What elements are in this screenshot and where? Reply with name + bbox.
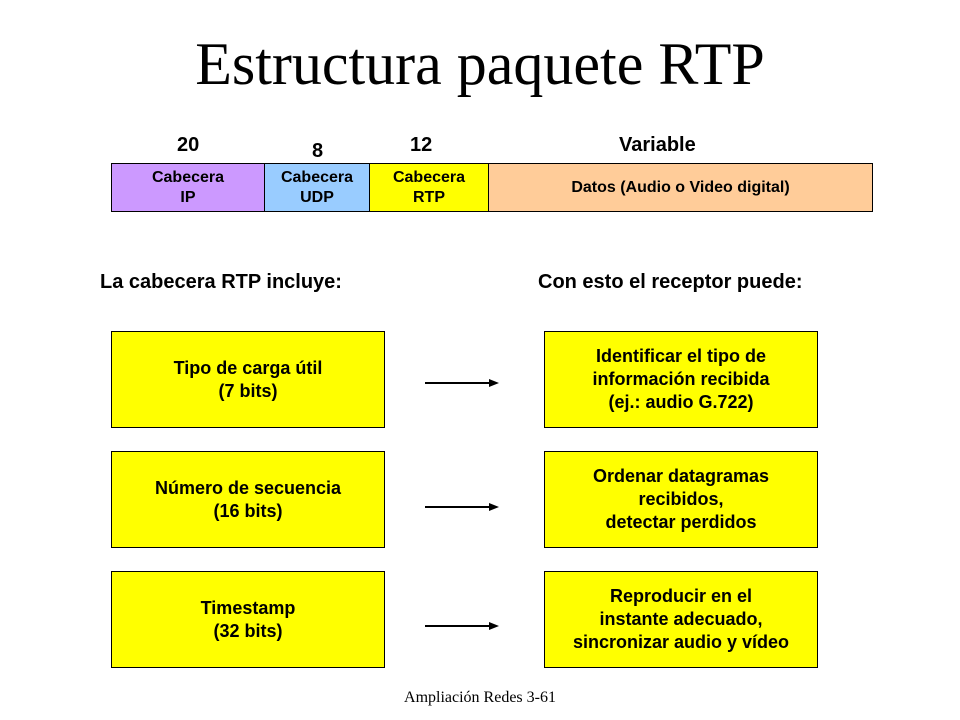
reproduce-box: Reproducir en el instante adecuado, sinc… (544, 571, 818, 668)
order-datagrams-line3: detectar perdidos (605, 512, 757, 532)
timestamp-line2: (32 bits) (213, 620, 283, 641)
reproduce-line2: instante adecuado, (599, 609, 763, 629)
arrow-right-icon (425, 503, 499, 511)
ip-size-label: 20 (177, 134, 200, 156)
data-field-label: Datos (Audio o Video digital) (571, 178, 790, 196)
order-datagrams-line2: recibidos, (638, 489, 724, 509)
rtp-header-line1: Cabecera (392, 168, 466, 186)
udp-size-label: 8 (312, 140, 324, 162)
identify-type-box: Identificar el tipo de información recib… (544, 331, 818, 428)
ip-header-line1: Cabecera (151, 168, 225, 186)
udp-header-line1: Cabecera (280, 168, 354, 186)
slide-footer: Ampliación Redes 3-61 (404, 689, 556, 706)
timestamp-box: Timestamp (32 bits) (111, 571, 385, 668)
identify-type-line3: (ej.: audio G.722) (608, 392, 754, 412)
arrow-right-icon (425, 622, 499, 630)
order-datagrams-line1: Ordenar datagramas (592, 466, 770, 486)
identify-type-line1: Identificar el tipo de (595, 346, 767, 366)
sequence-number-line2: (16 bits) (213, 500, 283, 521)
data-field: Datos (Audio o Video digital) (488, 163, 873, 212)
rtp-size-label: 12 (410, 134, 433, 156)
slide-title: Estructura paquete RTP (195, 31, 765, 97)
order-datagrams-box: Ordenar datagramas recibidos, detectar p… (544, 451, 818, 548)
left-heading: La cabecera RTP incluye: (100, 271, 342, 293)
arrow-right-icon (425, 379, 499, 387)
reproduce-line3: sincronizar audio y vídeo (572, 632, 790, 652)
rtp-header-line2: RTP (412, 188, 445, 206)
timestamp-line1: Timestamp (200, 597, 296, 618)
data-size-label: Variable (619, 134, 696, 156)
ip-header-line2: IP (180, 188, 196, 206)
identify-type-line2: información recibida (592, 369, 770, 389)
payload-type-line2: (7 bits) (218, 380, 278, 401)
udp-header-line2: UDP (300, 188, 334, 206)
payload-type-line1: Tipo de carga útil (173, 357, 323, 378)
payload-type-box: Tipo de carga útil (7 bits) (111, 331, 385, 428)
reproduce-line1: Reproducir en el (609, 586, 753, 606)
sequence-number-box: Número de secuencia (16 bits) (111, 451, 385, 548)
right-heading: Con esto el receptor puede: (538, 271, 803, 293)
sequence-number-line1: Número de secuencia (154, 477, 342, 498)
